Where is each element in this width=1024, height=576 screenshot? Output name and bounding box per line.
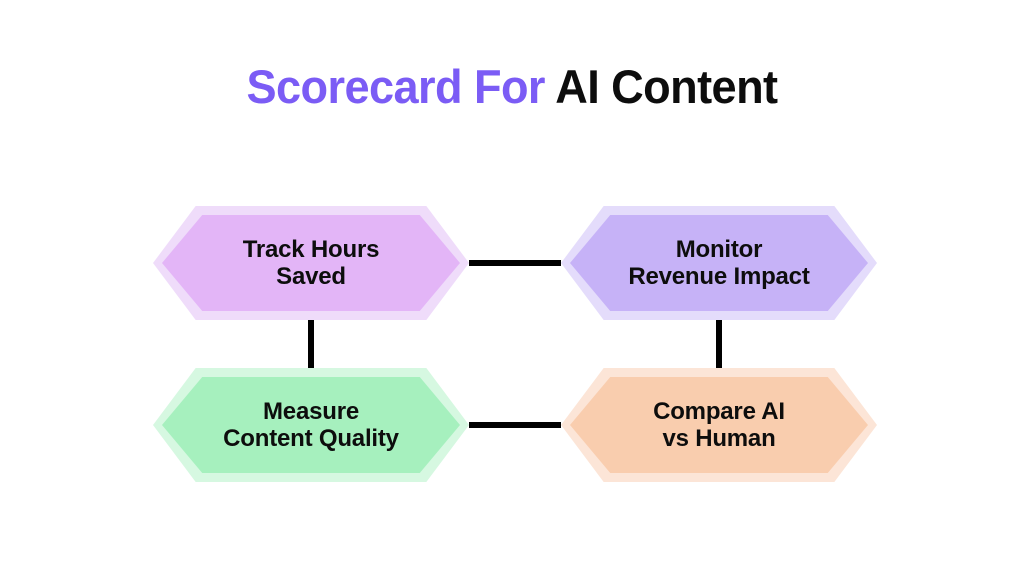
connector-bottom-horizontal bbox=[469, 422, 561, 428]
page-title-plain: AI Content bbox=[555, 60, 778, 113]
hexagon-label-monitor-revenue-impact: Monitor Revenue Impact bbox=[628, 236, 810, 290]
hexagon-fill-track-hours-saved bbox=[162, 215, 460, 311]
hexagon-node-monitor-revenue-impact[interactable]: Monitor Revenue Impact bbox=[561, 206, 877, 320]
page-title: Scorecard For AI Content bbox=[20, 58, 1003, 116]
hexagon-label-track-hours-saved: Track Hours Saved bbox=[242, 236, 380, 290]
hexagon-node-track-hours-saved[interactable]: Track Hours Saved bbox=[153, 206, 469, 320]
hexagon-label-measure-content-quality: Measure Content Quality bbox=[223, 398, 399, 452]
hexagon-label-compare-ai-vs-human: Compare AI vs Human bbox=[653, 398, 785, 452]
connector-left-vertical bbox=[308, 316, 314, 372]
hexagon-fill-monitor-revenue-impact bbox=[570, 215, 868, 311]
hexagon-node-compare-ai-vs-human[interactable]: Compare AI vs Human bbox=[561, 368, 877, 482]
hexagon-fill-measure-content-quality bbox=[162, 377, 460, 473]
connector-right-vertical bbox=[716, 316, 722, 372]
hexagon-fill-compare-ai-vs-human bbox=[570, 377, 868, 473]
hexagon-node-measure-content-quality[interactable]: Measure Content Quality bbox=[153, 368, 469, 482]
connector-top-horizontal bbox=[469, 260, 561, 266]
page-title-accent: Scorecard For bbox=[246, 60, 556, 113]
